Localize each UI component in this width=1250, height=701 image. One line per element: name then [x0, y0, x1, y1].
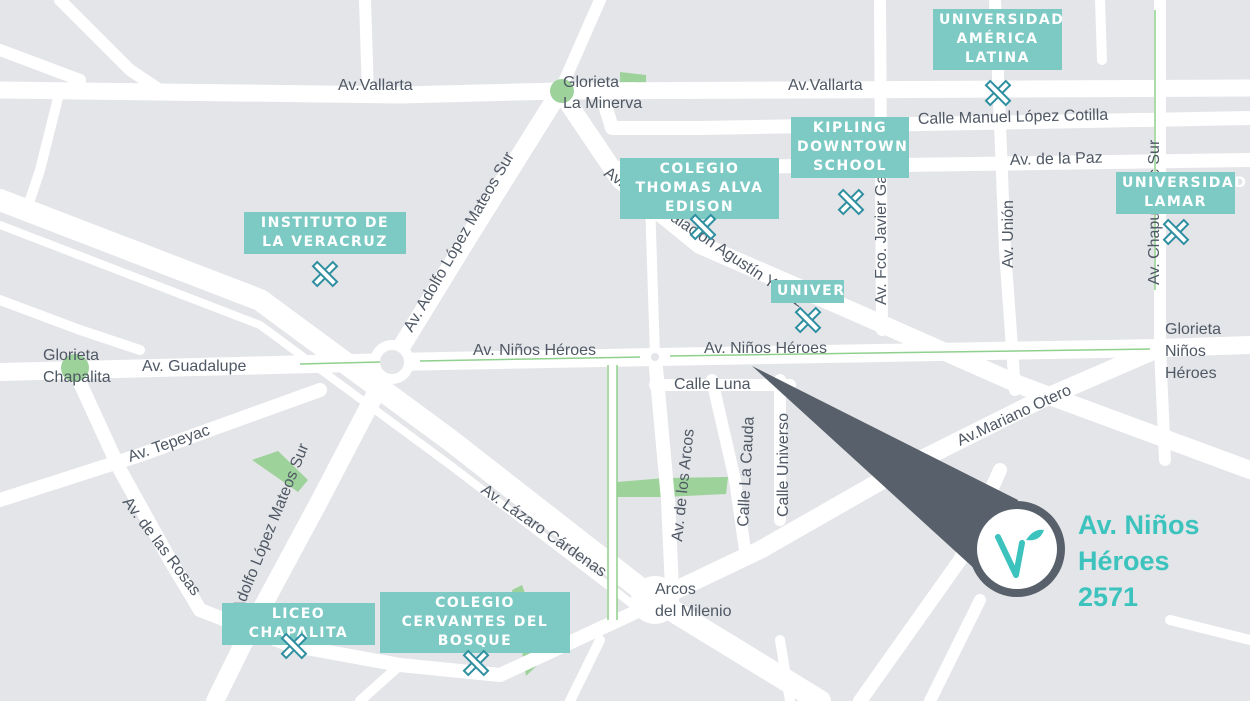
road-south-c	[1165, 615, 1250, 645]
road-south-e	[355, 660, 405, 701]
pencil-ruler-icon[interactable]	[982, 77, 1014, 109]
label-de-la-paz: Av. de la Paz	[1010, 150, 1103, 169]
school-label-universidad-lamar[interactable]: UNIVERSIDAD LAMAR	[1116, 172, 1246, 214]
road-lopez-cotilla	[598, 98, 1250, 135]
label-ninos-heroes-west: Av. Niños Héroes	[473, 342, 596, 359]
label-vallarta-east: Av.Vallarta	[788, 77, 863, 94]
pencil-ruler-icon[interactable]	[835, 186, 867, 218]
label-universo: Calle Universo	[775, 413, 792, 517]
road-west-b	[0, 295, 145, 355]
address-label: Av. Niños Héroes 2571	[1078, 507, 1248, 615]
label-glorieta-minerva-1: Glorieta	[563, 74, 619, 91]
school-label-cervantes-bosque[interactable]: COLEGIO CERVANTES DEL BOSQUE	[380, 592, 570, 653]
pencil-ruler-icon[interactable]	[309, 258, 341, 290]
road-north-b	[554, 0, 606, 97]
label-calle-luna: Calle Luna	[674, 376, 751, 393]
road-west-a	[25, 85, 65, 205]
label-lopez-cotilla: Calle Manuel López Cotilla	[918, 107, 1109, 128]
road-vallarta	[0, 79, 1250, 104]
road-lazaro-cardenas-side	[0, 221, 644, 614]
school-label-universidad-america-latina[interactable]: UNIVERSIDAD AMÉRICA LATINA	[933, 9, 1063, 70]
road-south-b	[924, 594, 986, 701]
road-north-d	[0, 44, 86, 86]
label-glorieta-chapalita-1: Glorieta	[43, 347, 99, 364]
bike-lanes	[299, 10, 1156, 620]
address-line-3: 2571	[1078, 582, 1139, 612]
marker-beam	[752, 366, 1018, 592]
roundabouts	[61, 79, 1169, 624]
road-north-a	[359, 0, 374, 101]
road-tepeyac	[0, 383, 327, 507]
road-la-cauda	[706, 374, 751, 556]
label-arcos-2: del Milenio	[655, 603, 732, 620]
leaf-v-logo-icon	[995, 529, 1044, 578]
label-ninos-heroes-east: Av. Niños Héroes	[704, 340, 827, 357]
park	[252, 451, 308, 492]
label-vallarta-west: Av.Vallarta	[338, 77, 413, 94]
pencil-ruler-icon[interactable]	[792, 304, 824, 336]
road-lazaro-cardenas	[0, 189, 831, 701]
road-union	[989, 0, 1021, 396]
label-glorieta-chapalita-2: Chapalita	[43, 369, 111, 386]
label-guadalupe: Av. Guadalupe	[142, 358, 246, 375]
pencil-ruler-icon[interactable]	[278, 630, 310, 662]
label-glorieta-minerva-2: La Minerva	[563, 95, 642, 112]
school-label-thomas-alva-edison[interactable]: COLEGIO THOMAS ALVA EDISON	[620, 158, 779, 219]
label-arcos-1: Arcos	[655, 581, 696, 598]
pencil-ruler-icon[interactable]	[460, 647, 492, 679]
school-label-liceo-chapalita[interactable]: LICEO CHAPALITA	[222, 603, 375, 645]
school-label-univer[interactable]: UNIVER	[771, 280, 844, 303]
glorieta-minerva-park	[550, 79, 574, 103]
marker-face	[977, 509, 1057, 589]
road-south-d	[775, 635, 795, 701]
label-la-cauda: Calle La Cauda	[735, 416, 758, 527]
label-glorieta-ninos-3: Héroes	[1165, 365, 1217, 382]
school-label-instituto-veracruz[interactable]: INSTITUTO DE LA VERACRUZ	[244, 212, 406, 254]
pencil-ruler-icon[interactable]	[1160, 216, 1192, 248]
school-label-kipling[interactable]: KIPLING DOWNTOWN SCHOOL	[791, 117, 909, 178]
pencil-ruler-icon[interactable]	[687, 211, 719, 243]
location-marker[interactable]	[752, 366, 1065, 597]
label-glorieta-ninos-1: Glorieta	[1165, 321, 1221, 338]
road-south-f	[565, 635, 605, 701]
road-north-c	[54, 0, 166, 96]
label-union: Av. Unión	[1000, 200, 1017, 268]
road-de-los-arcos	[648, 350, 679, 597]
address-line-2: Héroes	[1078, 546, 1170, 576]
label-glorieta-ninos-2: Niños	[1165, 343, 1206, 360]
road-north-e	[1095, 0, 1107, 65]
address-line-1: Av. Niños	[1078, 510, 1200, 540]
road-vertical-north	[645, 195, 660, 362]
glorieta-chapalita-park	[61, 354, 89, 382]
